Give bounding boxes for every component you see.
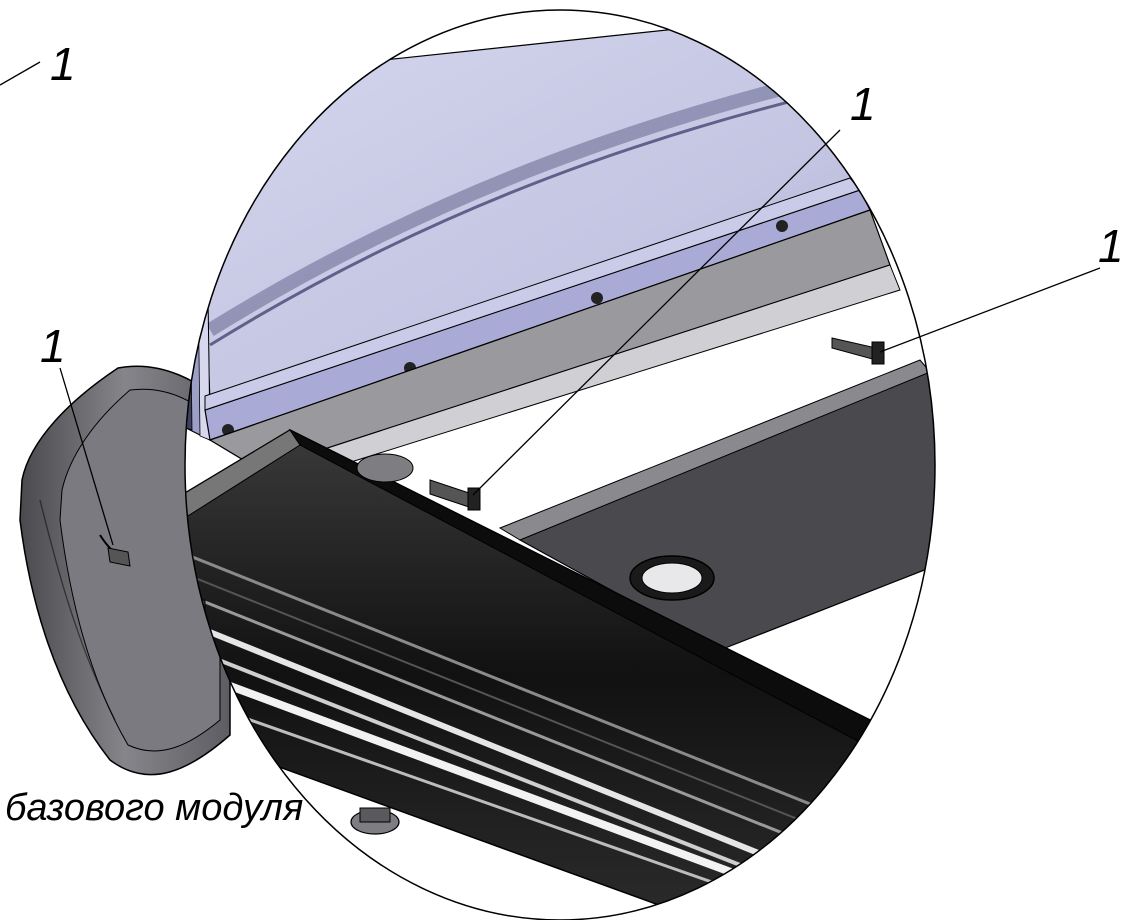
leader-top-left	[0, 61, 41, 86]
callout-right: 1	[1098, 220, 1124, 272]
caption-base-module: базового модуля	[5, 787, 303, 829]
detail-circle-outline	[184, 9, 936, 920]
screw-right	[831, 337, 885, 365]
callout-left: 1	[40, 320, 66, 372]
callout-top-left: 1	[50, 38, 76, 90]
leader-right	[879, 267, 1101, 353]
screw-left	[99, 534, 131, 567]
leader-left	[59, 367, 114, 546]
leader-top-center	[472, 129, 841, 496]
screw-center	[429, 479, 481, 511]
leveling-foot	[350, 807, 400, 835]
callout-top-center: 1	[850, 78, 876, 130]
